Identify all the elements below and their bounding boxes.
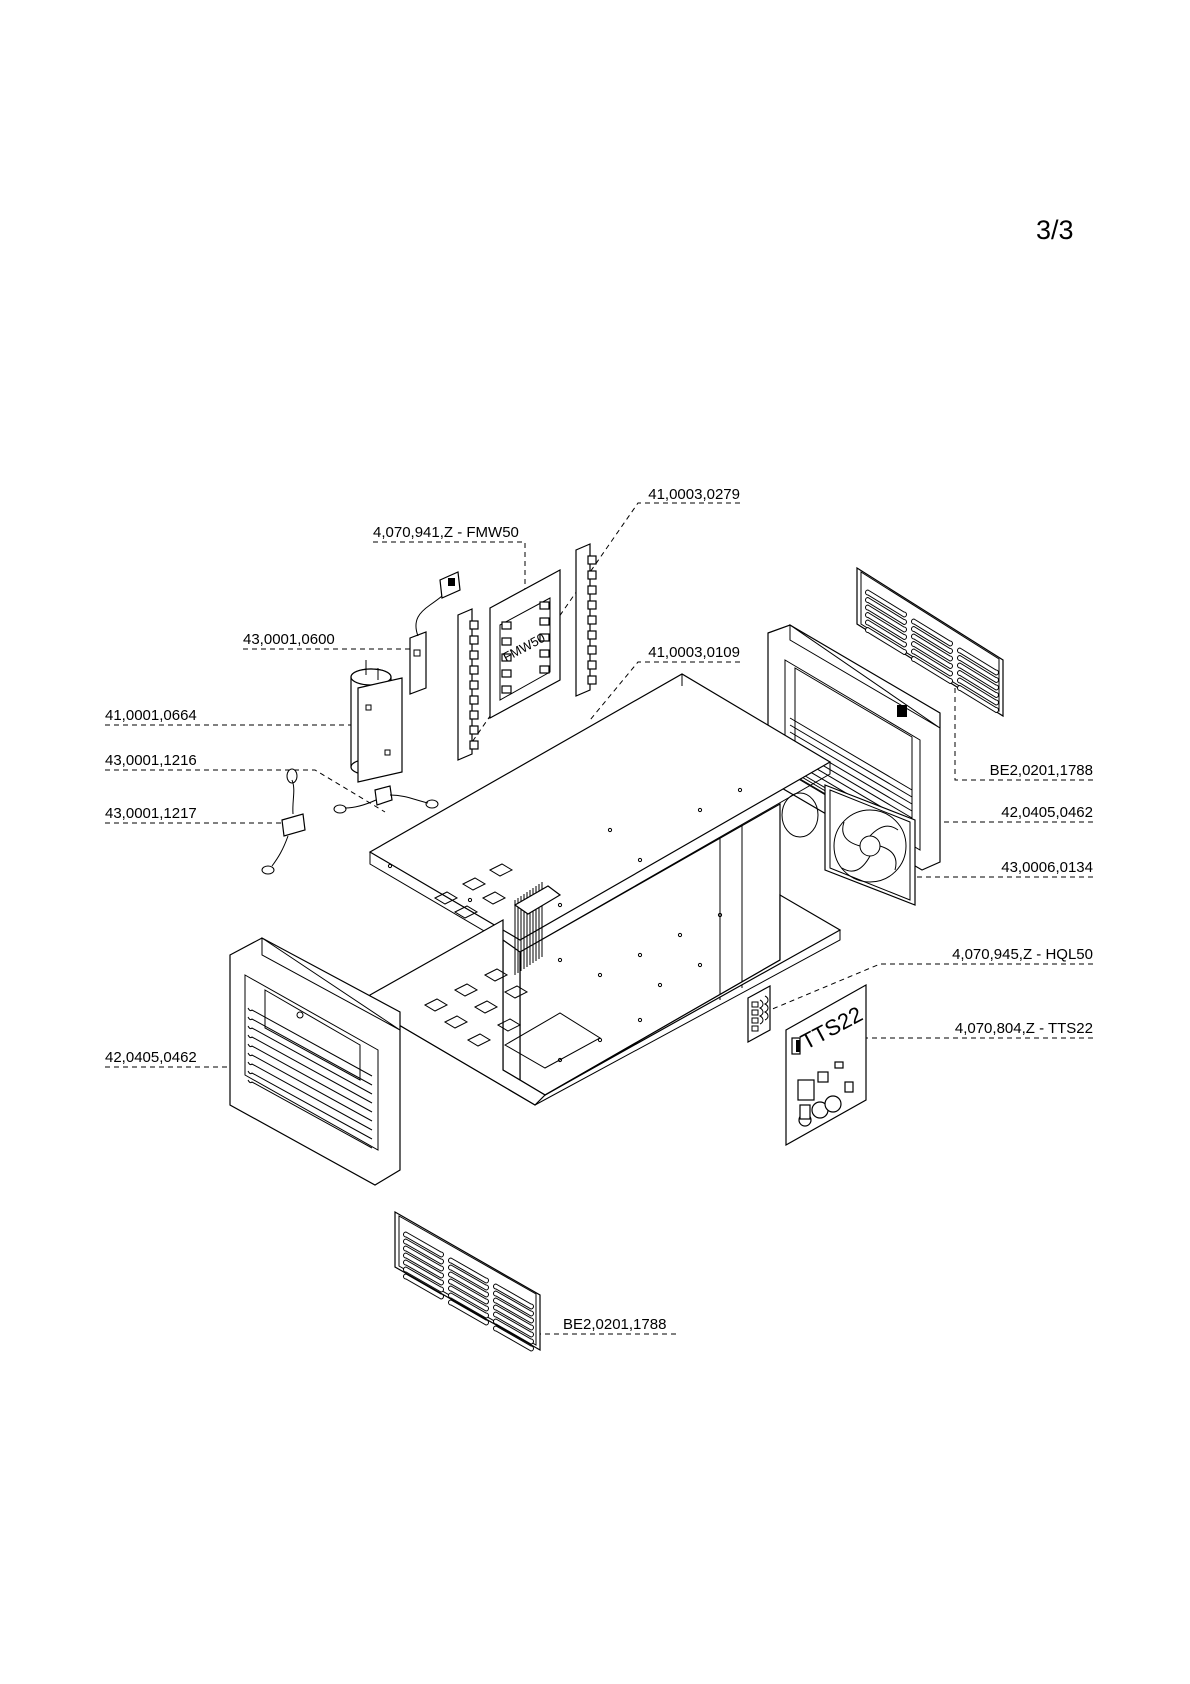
capacitor-drawing <box>351 660 402 782</box>
label-hql50-board: 4,070,945,Z - HQL50 <box>952 946 1093 963</box>
label-cable-clamp-mid: 41,0003,0109 <box>648 644 740 661</box>
sensor-1216-drawing <box>334 786 438 813</box>
label-capacitor: 41,0001,0664 <box>105 707 197 724</box>
connector-0600-drawing <box>410 572 460 694</box>
label-vent-grille-rear: BE2,0201,1788 <box>990 762 1093 779</box>
leader-hql50-board <box>770 964 1093 1010</box>
hql50-board-drawing <box>748 986 770 1042</box>
label-connector-0600: 43,0001,0600 <box>243 631 335 648</box>
sensor-1217-drawing <box>262 769 305 874</box>
label-vent-grille-bottom: BE2,0201,1788 <box>563 1316 666 1333</box>
fmw50-board-drawing: FMW50 <box>490 570 560 718</box>
label-front-frame: 42,0405,0462 <box>105 1049 197 1066</box>
label-tts22-board: 4,070,804,Z - TTS22 <box>955 1020 1093 1037</box>
front-frame-drawing <box>230 938 400 1185</box>
label-cable-clamp-top: 41,0003,0279 <box>648 486 740 503</box>
vent-grille-bottom-drawing <box>395 1212 540 1351</box>
label-fan: 43,0006,0134 <box>1001 859 1093 876</box>
label-sensor-1217: 43,0001,1217 <box>105 805 197 822</box>
label-rear-frame: 42,0405,0462 <box>1001 804 1093 821</box>
housing-chassis-drawing <box>370 674 840 1105</box>
label-sensor-1216: 43,0001,1216 <box>105 752 197 769</box>
tts22-board-drawing: TTS22 <box>786 985 867 1145</box>
label-fmw50-board: 4,070,941,Z - FMW50 <box>373 524 519 541</box>
